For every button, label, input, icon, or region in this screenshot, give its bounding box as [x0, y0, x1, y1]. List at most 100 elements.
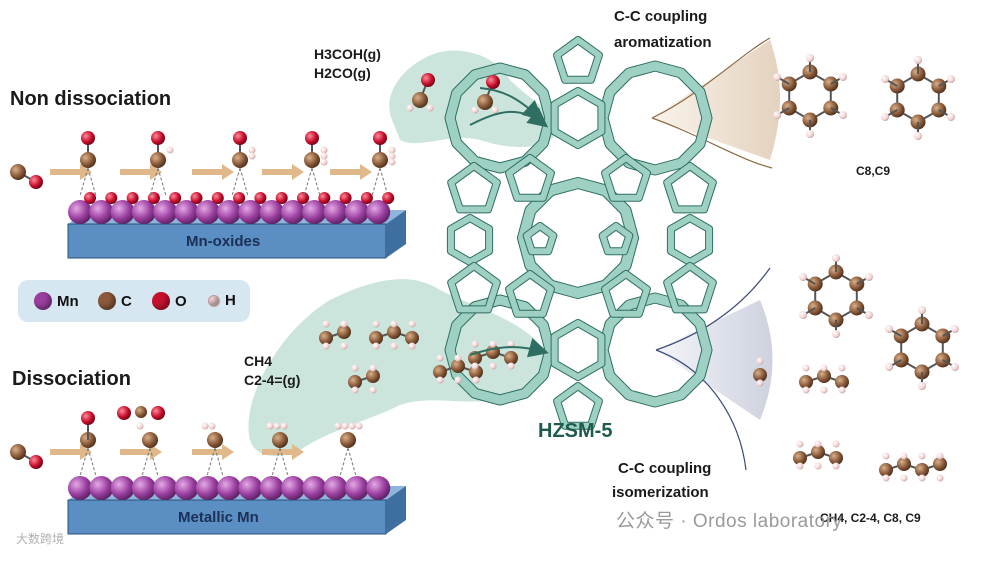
legend-item-c: C: [98, 292, 132, 310]
h-atom: [507, 340, 515, 348]
h-atom: [248, 152, 256, 160]
h-atom: [273, 422, 281, 430]
c-atom: [477, 94, 493, 110]
o-atom: [233, 131, 247, 145]
step-arrow: [120, 164, 162, 180]
step-arrow: [192, 444, 234, 460]
c-atom: [817, 369, 831, 383]
h-atom: [390, 320, 398, 328]
h-atom: [882, 452, 890, 460]
c-atom: [304, 152, 320, 168]
h-atom: [507, 362, 515, 370]
flow-arrow-bottom: [469, 338, 549, 358]
legend-label-h: H: [225, 292, 236, 309]
o-atom: [305, 131, 319, 145]
mn-atom: [259, 476, 284, 500]
h-atom: [388, 158, 396, 166]
o-atom: [151, 131, 165, 145]
small-ring-14-fill: [523, 223, 557, 255]
h-atom: [936, 452, 944, 460]
small-ring-12-fill: [551, 320, 605, 380]
small-ring-3-fill: [506, 155, 554, 201]
h-atom: [756, 379, 764, 387]
o-atom: [81, 411, 95, 425]
mn-atom: [89, 476, 114, 500]
o-atom: [421, 73, 435, 87]
mn-atom: [110, 200, 135, 224]
surface-link: [303, 167, 313, 197]
small-ring-9-fill: [506, 271, 554, 317]
c-atom: [207, 432, 223, 448]
gas-top-line2: H2CO(g): [314, 65, 371, 81]
c-atom: [232, 152, 248, 168]
legend-label-mn: Mn: [57, 292, 79, 310]
mn-atom: [217, 476, 242, 500]
mn-atom: [174, 476, 199, 500]
h-atom: [471, 106, 479, 114]
h-atom: [201, 422, 209, 430]
h-atom: [773, 73, 782, 81]
h-atom: [799, 273, 808, 281]
fan-bottom-line1: [655, 267, 771, 351]
h-atom: [832, 462, 840, 470]
step-arrow: [192, 164, 234, 180]
metallic-mn-label: Metallic Mn: [178, 509, 259, 526]
atom-legend: Mn C O H: [18, 280, 250, 322]
h-atom: [838, 364, 846, 372]
o-atom: [373, 131, 387, 145]
h-atom: [838, 111, 847, 119]
c-atom: [469, 365, 483, 379]
h-atom-icon: [208, 294, 220, 307]
h-atom: [832, 254, 840, 262]
h-atom: [372, 342, 380, 350]
surface-link: [371, 167, 381, 197]
gas-bottom-line1: CH4: [244, 353, 273, 369]
h-atom: [802, 386, 810, 394]
o-atom: [117, 406, 131, 420]
h-atom: [320, 158, 328, 166]
c-atom: [135, 406, 147, 418]
h-atom: [472, 376, 480, 384]
c-atom: [387, 325, 401, 339]
h-atom: [756, 357, 764, 365]
mn-atom: [131, 200, 156, 224]
fan-top-line2: [651, 117, 773, 169]
h-atom: [864, 273, 873, 281]
o-atom: [151, 406, 165, 420]
h-atom: [248, 146, 256, 154]
mn-atom: [366, 476, 391, 500]
flow-arrow-top-2: [479, 87, 543, 121]
fan-bottom-line2: [655, 349, 747, 471]
c-atom: [412, 92, 428, 108]
h-atom: [454, 354, 462, 362]
fan-top-line1: [651, 37, 771, 119]
c-atom: [372, 152, 388, 168]
surface-link: [339, 447, 349, 477]
mn-atom: [281, 476, 305, 500]
c-atom: [451, 359, 465, 373]
dissociation-label: Dissociation: [12, 368, 131, 390]
h-atom: [864, 311, 873, 319]
h-atom: [806, 130, 814, 138]
o-atom: [339, 192, 352, 204]
mn-atom: [238, 200, 263, 224]
gas-bottom-line2: C2-4=(g): [244, 372, 301, 388]
h-atom: [882, 474, 890, 482]
h-atom: [372, 320, 380, 328]
h-atom: [838, 386, 846, 394]
h-atom: [166, 146, 174, 154]
c-atom: [369, 331, 383, 345]
h-atom: [946, 75, 955, 83]
step-arrow: [330, 164, 372, 180]
h-atom: [369, 364, 377, 372]
h-atom: [390, 342, 398, 350]
h-atom: [900, 474, 908, 482]
channel-bottom-left-fill: [445, 295, 555, 405]
o-atom: [233, 192, 246, 204]
h-atom: [918, 452, 926, 460]
mn-atom: [131, 476, 156, 500]
h-atom: [355, 422, 363, 430]
h-atom: [918, 382, 926, 390]
h-atom: [914, 56, 922, 64]
coupling-bottom-line2: isomerization: [612, 484, 709, 501]
